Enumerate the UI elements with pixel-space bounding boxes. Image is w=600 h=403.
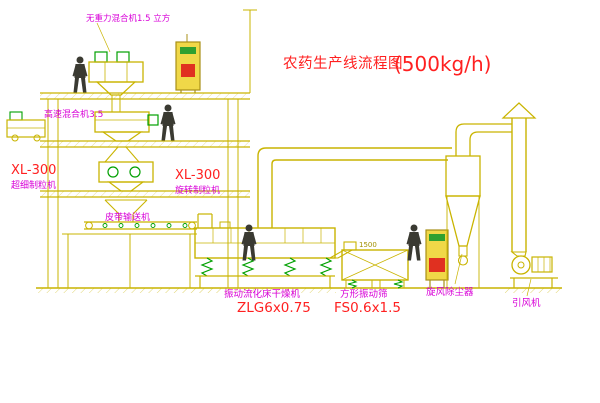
granulator-right-name-label: 旋转制粒机 [175,184,220,196]
ground-line [36,287,562,293]
control-cabinet-lower [425,229,449,288]
worker-figure [406,224,422,261]
vibrating-screen [341,241,409,289]
building-structure [40,9,257,289]
display-panel [429,258,445,272]
high-speed-mixer [94,111,159,163]
granulator-left-model-label: XL-300 [11,163,56,178]
rotary-granulator [98,161,154,192]
gravity-mixer [88,51,144,112]
induced-draft-fan [510,251,558,288]
control-cabinet-upper [175,34,201,93]
fan-motor [531,256,553,273]
display-panel [181,64,195,77]
capacity-label: (500kg/h) [394,52,491,76]
indicator-strip [180,47,196,54]
dryer-model-label: ZLG6x0.75 [237,300,311,316]
worker-figure [241,224,257,261]
fluid-bed-dryer [194,213,355,288]
belt-conveyor-label: 皮带输送机 [105,211,150,223]
screen-dimension-label: 1500 [359,241,377,249]
trolley-mixer [6,111,46,142]
cyclone-separator [445,123,512,288]
discharge-chute [327,249,355,259]
exhaust-duct [257,147,452,228]
gravity-mixer-label: 无重力混合机1.5 立方 [86,13,170,24]
worker-figure [72,56,88,93]
fan-name-label: 引风机 [512,297,541,309]
granulator-right-model-label: XL-300 [175,168,220,183]
dryer-name-label: 振动流化床干燥机 [224,288,301,300]
exhaust-stack [501,102,537,252]
high-speed-mixer-label: 高速混合机3.5 [44,108,103,120]
diagram-title: 农药生产线流程图 [283,55,403,72]
discharge-hopper [104,199,148,222]
rain-cap [501,102,537,119]
screen-model-label: FS0.6x1.5 [334,300,401,316]
rotary-valve [457,255,469,266]
cyclone-name-label: 旋风除尘器 [426,286,474,298]
leader-lines [96,22,532,297]
granulator-left-name-label: 超细制粒机 [11,179,56,191]
belt-conveyor [62,221,197,288]
worker-figure [160,104,176,141]
indicator-strip [429,234,445,241]
roof-vent-line [243,9,257,93]
screen-name-label: 方形振动筛 [340,288,388,300]
